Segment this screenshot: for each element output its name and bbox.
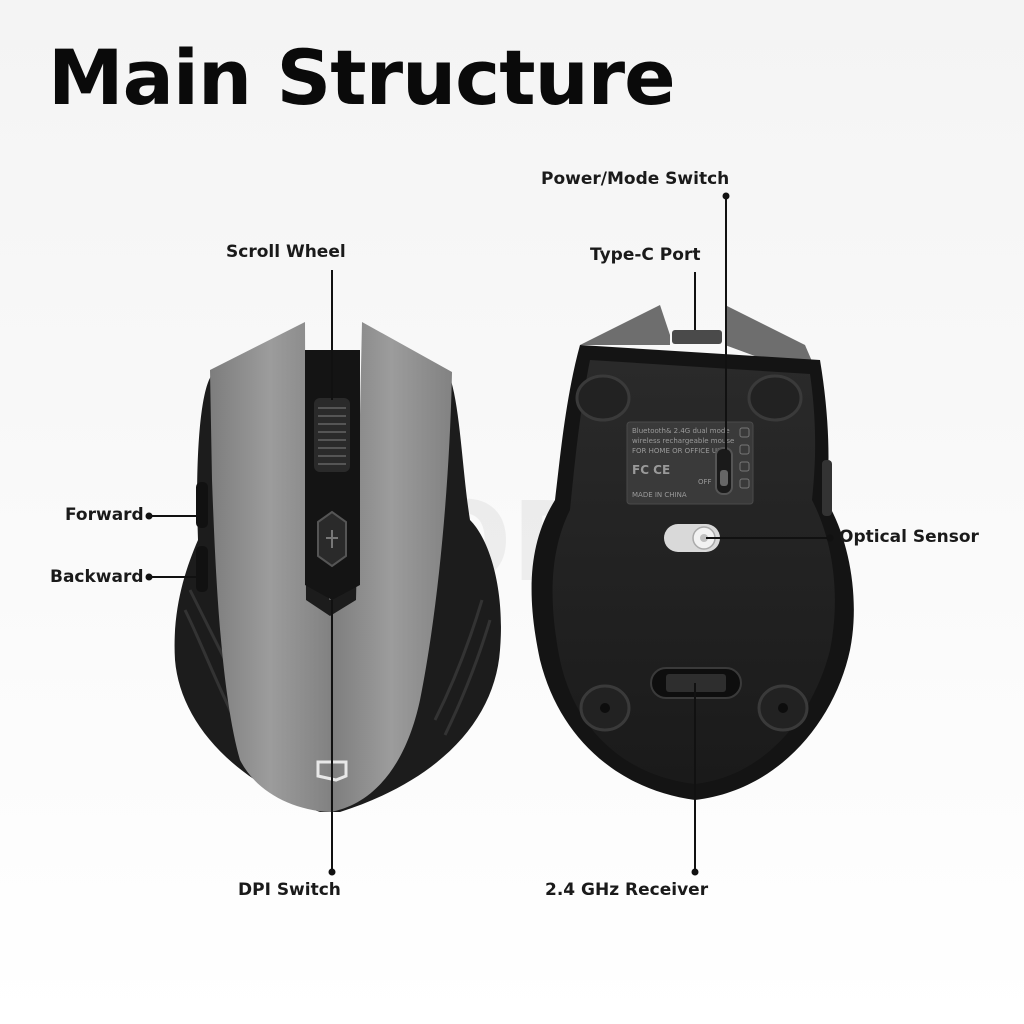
sticker-line2: wireless rechargeable mouse [632, 437, 734, 445]
power-mode-switch-label: Power/Mode Switch [541, 169, 730, 189]
sticker-line3: FOR HOME OR OFFICE USE [632, 447, 726, 455]
leader-lines [149, 196, 830, 872]
optical-sensor [664, 524, 720, 552]
type-c-port[interactable] [672, 330, 722, 344]
backward-label: Backward [50, 567, 144, 587]
left-prong [580, 305, 670, 345]
sticker-line1: Bluetooth& 2.4G dual mode [632, 427, 730, 435]
sticker-off: OFF [698, 478, 712, 486]
brand-logo [316, 760, 348, 782]
mouse-bottom-view: Bluetooth& 2.4G dual mode wireless recha… [531, 305, 854, 800]
leader-dots [145, 192, 834, 876]
scroll-wheel-label: Scroll Wheel [226, 242, 346, 262]
sticker-cert-marks: FC CE [632, 463, 670, 477]
type-c-port-label: Type-C Port [590, 245, 701, 265]
mouse-top-view [174, 322, 501, 812]
scroll-wheel[interactable] [314, 398, 350, 472]
sticker-made-in: MADE IN CHINA [632, 491, 687, 499]
optical-sensor-label: Optical Sensor [839, 527, 979, 547]
dpi-switch-label: DPI Switch [238, 880, 341, 900]
right-button-shell[interactable] [330, 322, 452, 812]
top-left-foot [575, 374, 631, 422]
backward-button[interactable] [196, 546, 208, 592]
product-sticker: Bluetooth& 2.4G dual mode wireless recha… [626, 421, 754, 505]
top-right-foot [747, 374, 803, 422]
receiver-label: 2.4 GHz Receiver [545, 880, 709, 900]
forward-button[interactable] [196, 482, 208, 528]
page-title: Main Structure [48, 33, 676, 122]
forward-label: Forward [65, 505, 144, 525]
left-button-shell[interactable] [210, 322, 330, 812]
